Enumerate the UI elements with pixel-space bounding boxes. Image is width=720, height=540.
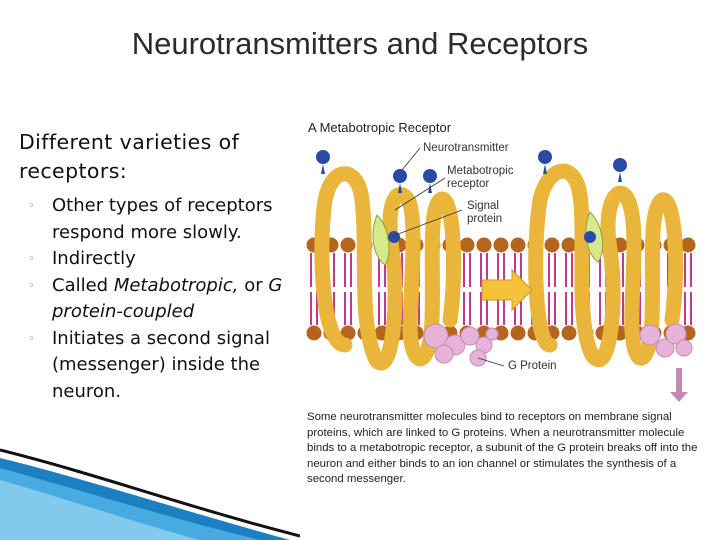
bullet-marker-icon: ◦ — [28, 278, 35, 292]
receptor-right — [528, 163, 684, 368]
subunit-arrow-icon — [670, 368, 688, 402]
leader-line — [392, 209, 463, 237]
bullet-item: ◦ Other types of receptors respond more … — [28, 193, 290, 246]
lipid-head — [459, 237, 475, 253]
g-protein-right — [639, 323, 693, 358]
label-neurotransmitter: Neurotransmitter — [423, 142, 509, 154]
bullet-list: ◦ Other types of receptors respond more … — [28, 193, 290, 405]
bullet-item: ◦ Indirectly — [28, 246, 290, 273]
bullet-text: Called — [52, 274, 114, 296]
label-metabotropic-receptor: Metabotropic receptor — [447, 165, 514, 190]
bullet-item: ◦ Called Metabotropic, or G protein-coup… — [28, 273, 290, 326]
lipid-head — [340, 325, 356, 341]
receptor-left — [314, 166, 462, 371]
lipid-head — [561, 237, 577, 253]
bullet-emphasis: Metabotropic, — [113, 274, 239, 296]
lipid-head — [493, 237, 509, 253]
lipid-head — [544, 237, 560, 253]
bullet-text: or — [238, 274, 269, 296]
lipid-head — [306, 325, 322, 341]
lipid-head — [561, 325, 577, 341]
decorative-band — [0, 448, 300, 540]
lipid-head — [510, 237, 526, 253]
section-heading: Different varieties of receptors: — [19, 130, 240, 183]
direction-arrow-icon — [481, 268, 533, 312]
bullet-marker-icon: ◦ — [28, 331, 35, 345]
bullet-marker-icon: ◦ — [28, 199, 35, 212]
figure-title: A Metabotropic Receptor — [308, 120, 452, 135]
slide-title: Neurotransmitters and Receptors — [131, 26, 589, 61]
signal-protein-shape — [372, 214, 390, 266]
figure-caption: Some neurotransmitter molecules bind to … — [307, 411, 698, 485]
leader-line — [401, 147, 421, 171]
label-signal-protein: Signal protein — [467, 200, 503, 225]
bullet-marker-icon: ◦ — [28, 252, 35, 265]
bullet-text: Indirectly — [52, 248, 136, 269]
bullet-text: Initiates a second signal (messenger) in… — [52, 327, 270, 402]
neurotransmitters — [316, 150, 627, 243]
metabotropic-receptor-diagram — [288, 112, 706, 498]
lipid-head — [476, 237, 492, 253]
lipid-head — [680, 237, 696, 253]
bullet-text: Other types of receptors respond more sl… — [52, 195, 273, 243]
lipid-head — [340, 237, 356, 253]
bullet-item: ◦ Initiates a second signal (messenger) … — [28, 326, 290, 406]
leader-line — [394, 177, 446, 211]
leader-line — [477, 357, 505, 367]
label-g-protein: G Protein — [508, 360, 557, 372]
lipid-head — [510, 325, 526, 341]
bullet-emphasis: G protein-coupled — [52, 274, 283, 323]
